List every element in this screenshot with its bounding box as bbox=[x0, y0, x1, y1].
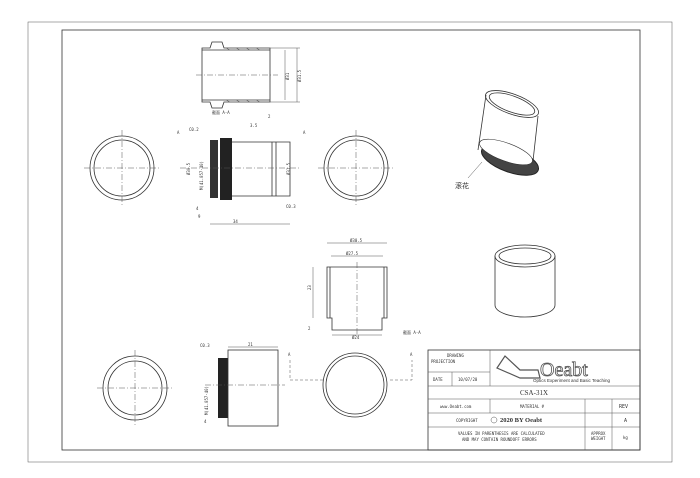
dim-dia-30-5: Ø30.5 bbox=[350, 238, 363, 243]
dim-dia-24: Ø24 bbox=[352, 335, 360, 340]
drawing-frame bbox=[61, 29, 641, 451]
date-value: 10/07/20 bbox=[458, 377, 478, 382]
dim-2: 2 bbox=[268, 114, 271, 119]
section-caption: 截面 A-A bbox=[403, 329, 421, 335]
dim-dia-31: Ø31 bbox=[285, 72, 290, 80]
copyright-icon bbox=[490, 416, 498, 424]
copyright-text: 2020 BY Oeabt bbox=[500, 417, 543, 424]
copyright-label: COPYRIGHT bbox=[456, 418, 478, 423]
part-number: CSA-31X bbox=[520, 389, 548, 397]
dim-height-23: 23 bbox=[307, 285, 312, 290]
dim-3-5: 3.5 bbox=[250, 123, 258, 128]
dim-4: 4 bbox=[204, 419, 207, 424]
thread-spec: M(41.057-40) bbox=[204, 386, 209, 415]
chamfer-label: C0.2 bbox=[189, 127, 199, 132]
section-mark-left: A bbox=[288, 352, 291, 357]
logo-icon bbox=[496, 355, 541, 379]
dim-dia-31-5: Ø31.5 bbox=[297, 69, 302, 82]
website: www.Oeabt.com bbox=[440, 404, 472, 409]
projection-label-2: PROJECTION bbox=[431, 359, 456, 364]
end-view-right-top bbox=[318, 130, 394, 206]
dim-length-21: 21 bbox=[248, 342, 253, 347]
dim-4: 4 bbox=[196, 206, 199, 211]
logo-tagline: Optics Experiment and Basic Teaching bbox=[533, 378, 610, 383]
dim-dia-30-5: Ø30.5 bbox=[186, 162, 191, 175]
rev-value: A bbox=[624, 418, 627, 424]
main-side-view: C0.2 3.5 2 A A Ø30.5 M(41.057-40) Ø31.5 … bbox=[177, 114, 306, 225]
dim-9: 9 bbox=[198, 214, 201, 219]
top-section-view: Ø31 Ø31.5 截面 A-A bbox=[196, 41, 302, 115]
weight-label-2: WEIGHT bbox=[591, 436, 606, 441]
dim-length-34: 34 bbox=[233, 219, 238, 224]
section-caption: 截面 A-A bbox=[212, 109, 230, 115]
note-line-1: VALUES IN PARENTHESIS ARE CALCULATED bbox=[458, 431, 545, 436]
projection-label: DRAWING bbox=[447, 353, 464, 358]
thread-spec: M(41.057-40) bbox=[199, 161, 204, 190]
section-mark-right: A bbox=[410, 352, 413, 357]
section-mark-right: A bbox=[303, 130, 306, 135]
mid-section-view: Ø30.5 Ø27.5 23 2 Ø24 截面 A-A bbox=[307, 238, 421, 340]
knurl-label: 滚花 bbox=[455, 181, 469, 190]
section-mark-left: A bbox=[177, 130, 180, 135]
dim-dia-31-5: Ø31.5 bbox=[286, 162, 291, 175]
weight-label: APPROX bbox=[591, 431, 606, 436]
chamfer-label-2: C0.3 bbox=[286, 204, 296, 209]
logo-text: Oeabt bbox=[540, 359, 588, 381]
end-view-left-top bbox=[84, 130, 160, 206]
end-view-right-bottom bbox=[322, 352, 388, 418]
material-label: MATERIAL # bbox=[520, 404, 545, 409]
end-view-left-bottom bbox=[97, 350, 173, 426]
note-line-2: AND MAY CONTAIN ROUNDOFF ERRORS bbox=[462, 437, 537, 442]
dim-dia-27-5: Ø27.5 bbox=[346, 251, 359, 256]
date-label: DATE bbox=[433, 377, 443, 382]
isometric-view-plain bbox=[494, 244, 556, 318]
dim-2: 2 bbox=[308, 326, 311, 331]
rev-label: REV bbox=[619, 404, 628, 410]
weight-unit: kg bbox=[623, 435, 628, 440]
isometric-view-knurled: 滚花 bbox=[455, 90, 539, 190]
outer-border bbox=[27, 21, 673, 463]
title-block: DRAWING PROJECTION DATE 10/07/20 Oeabt O… bbox=[427, 349, 641, 451]
bottom-side-view: C0.3 21 M(41.057-40) 4 A A bbox=[200, 342, 413, 427]
chamfer-label: C0.3 bbox=[200, 343, 210, 348]
